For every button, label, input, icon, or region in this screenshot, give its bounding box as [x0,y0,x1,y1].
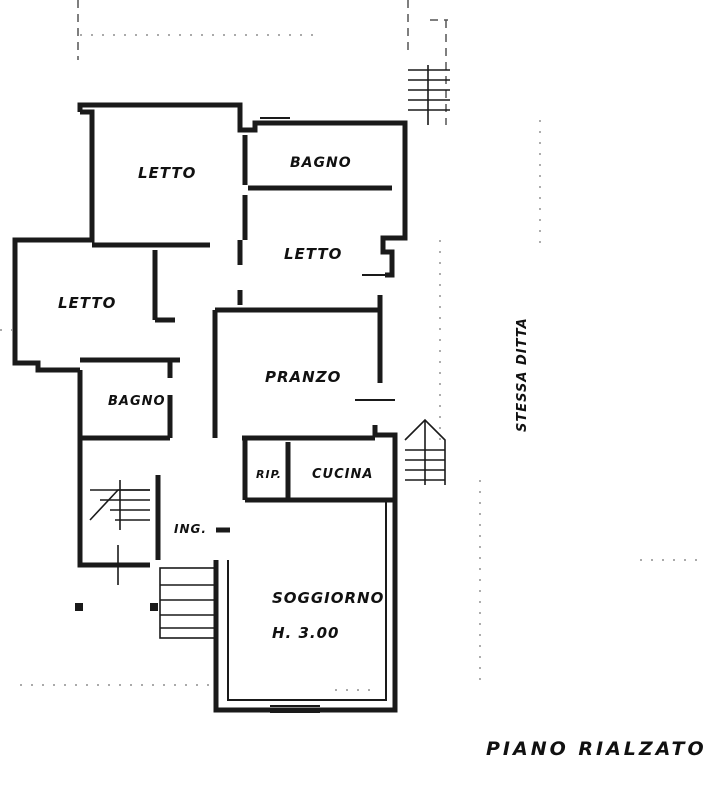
room-label-letto-left: LETTO [58,294,116,312]
room-label-rip: RIP. [256,468,282,481]
room-label-soggiorno: SOGGIORNO [272,589,384,607]
interior-walls [80,117,395,713]
room-label-height: H. 3.00 [272,624,339,642]
site-boundary-lines [0,0,700,691]
side-note-stessa-ditta: STESSA DITTA [515,317,530,432]
room-label-bagno-top: BAGNO [290,155,352,171]
stair-entrance [75,567,216,639]
room-labels: LETTO BAGNO LETTO LETTO PRANZO BAGNO RIP… [58,155,384,642]
room-label-cucina: CUCINA [312,467,373,482]
exterior-walls [12,102,408,713]
room-label-pranzo: PRANZO [265,368,341,386]
stair-upper-right [408,65,450,125]
plan-title: PIANO RIALZATO [486,738,707,760]
stair-right-side [404,418,446,485]
room-label-letto-right: LETTO [284,245,342,263]
room-label-ingresso: ING. [174,522,207,536]
room-label-letto-top: LETTO [138,164,196,182]
room-label-bagno-left: BAGNO [108,394,166,409]
stair-internal [89,480,150,585]
